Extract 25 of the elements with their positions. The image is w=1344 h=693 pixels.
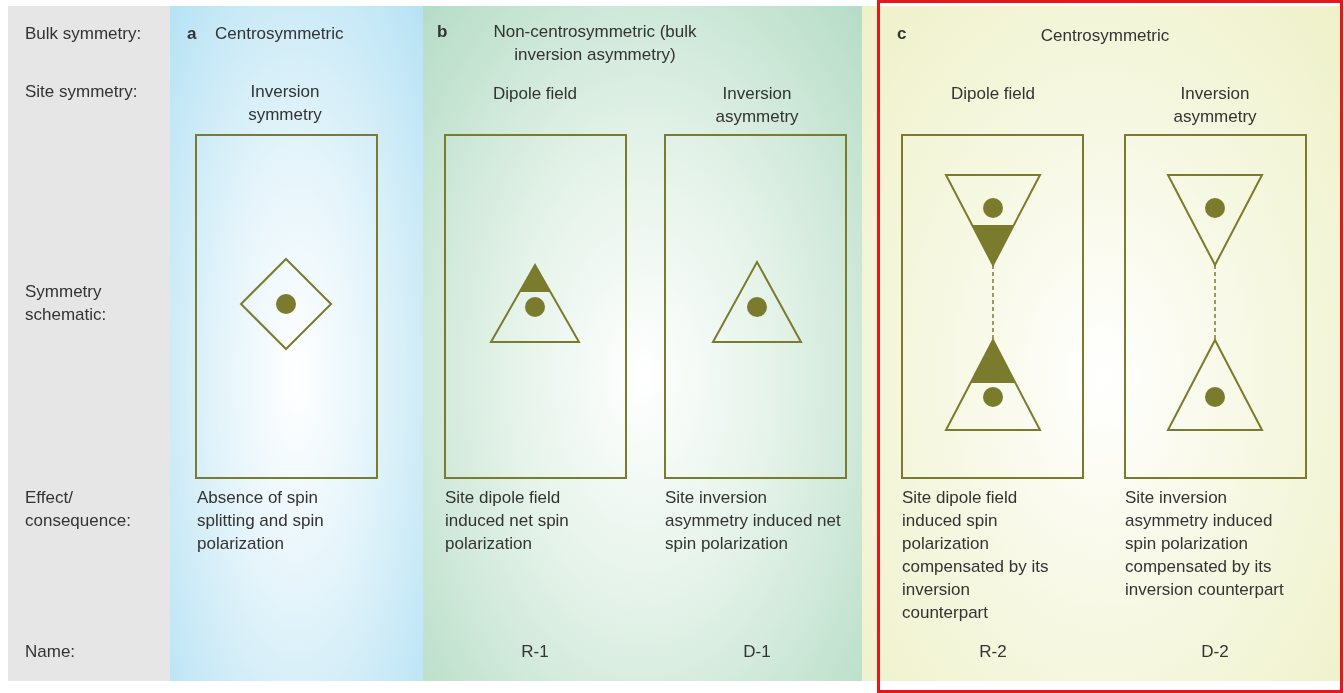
description-text: Site dipole field induced spin polarization compensated by its inversion counterpart [902, 487, 1050, 624]
panel-letter: a [187, 23, 198, 45]
row-label: Site symmetry: [25, 81, 139, 103]
description-text: Site inversion asymmetry induced spin polarization compensated by its inversion counterpart [1125, 487, 1285, 601]
name-text: R-1 [521, 641, 549, 663]
row-label: Bulk symmetry: [25, 23, 143, 45]
row-label: Symmetry schematic: [25, 281, 108, 326]
column-heading: Centrosymmetric [1040, 25, 1170, 47]
row-label: Name: [25, 641, 77, 663]
description-text: Site dipole field induced net spin polarization [445, 487, 570, 555]
column-heading: Inversion asymmetry [714, 83, 800, 128]
name-text: D-2 [1201, 641, 1229, 663]
name-text: D-1 [743, 641, 771, 663]
column-heading: Non-centrosymmetric (bulk inversion asymmetry) [492, 21, 698, 66]
column-heading: Dipole field [950, 83, 1036, 105]
description-text: Absence of spin splitting and spin polarization [197, 487, 325, 555]
column-heading: Centrosymmetric [215, 23, 345, 45]
row-label: Effect/ consequence: [25, 487, 132, 532]
description-text: Site inversion asymmetry induced net spin polarization [665, 487, 842, 555]
panel-letter: b [437, 21, 449, 43]
column-heading: Dipole field [492, 83, 578, 105]
column-heading: Inversion symmetry [247, 81, 323, 126]
panel-letter: c [897, 23, 908, 45]
name-text: R-2 [979, 641, 1007, 663]
column-heading: Inversion asymmetry [1172, 83, 1258, 128]
